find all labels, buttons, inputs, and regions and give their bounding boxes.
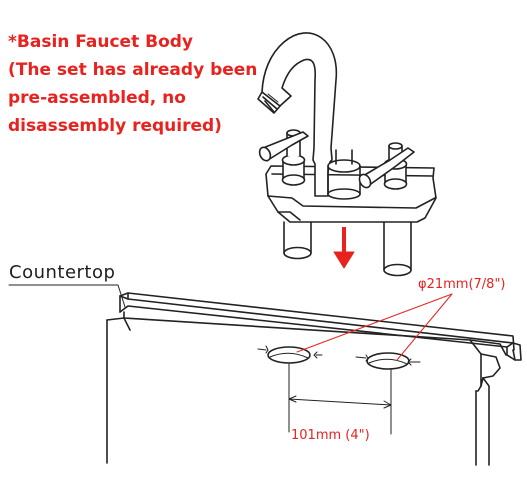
spout: [257, 32, 361, 200]
note-line-2: (The set has already been: [8, 60, 258, 80]
left-handle: [258, 129, 309, 186]
faucet-note: *Basin Faucet Body (The set has already …: [8, 28, 278, 140]
hole-spacing-label: 101mm (4"): [291, 428, 370, 443]
mounting-post-right: [383, 221, 412, 277]
countertop-leader: [8, 284, 126, 308]
note-line-1: *Basin Faucet Body: [8, 32, 194, 52]
hole-diameter-label: φ21mm(7/8"): [418, 277, 506, 292]
install-arrow: [333, 227, 355, 269]
faucet-holes: [257, 345, 421, 370]
mounting-post-left: [283, 221, 312, 260]
countertop-surface: [106, 292, 522, 466]
note-line-3: pre-assembled, no: [8, 88, 186, 108]
note-line-4: disassembly required): [8, 116, 222, 136]
countertop-label: Countertop: [9, 262, 116, 283]
dimension-lines: [288, 293, 453, 435]
right-handle: [358, 142, 415, 190]
faucet-body: [257, 32, 437, 277]
